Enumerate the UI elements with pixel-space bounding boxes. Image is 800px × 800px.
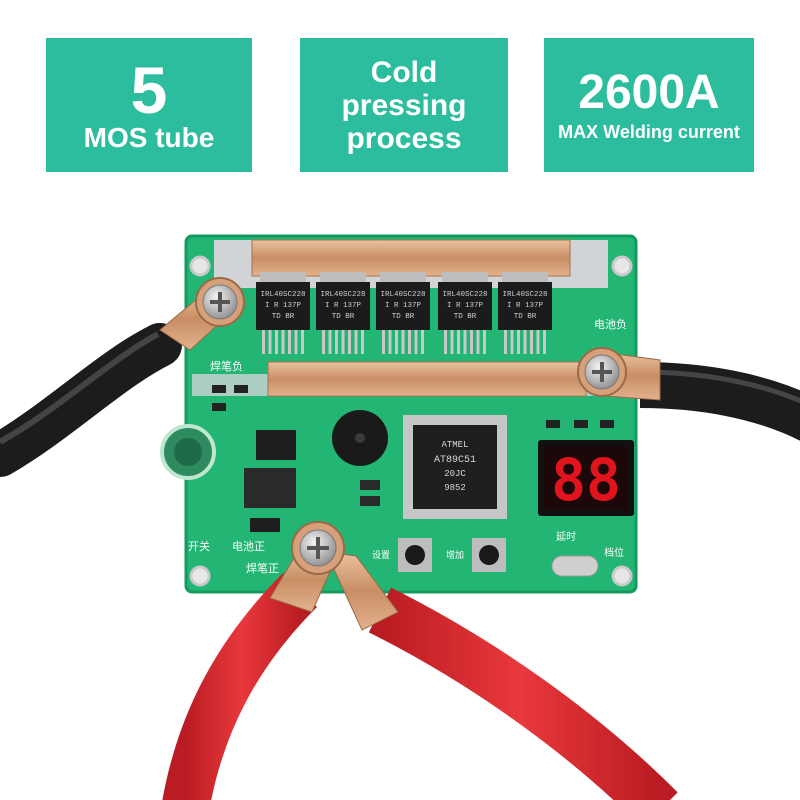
mcu-model: AT89C51: [434, 455, 476, 466]
mosfet-4: IRL40SC228 I R 137P TD BR: [438, 272, 492, 354]
screw-bottom: [299, 529, 337, 567]
mosfet-3: IRL40SC228 I R 137P TD BR: [376, 272, 430, 354]
mcu-code-2: 9852: [444, 483, 466, 493]
mosfet-5-label-1: IRL40SC228: [502, 291, 547, 299]
mosfet-2-label-3: TD BR: [332, 313, 355, 321]
mos-count-value: 5: [130, 53, 168, 127]
mosfet-5-label-2: I R 137P: [507, 302, 544, 310]
smd-components: [212, 385, 614, 532]
mosfet-1-label-2: I R 137P: [265, 302, 302, 310]
process-line-2: pressing: [341, 88, 467, 122]
mcu-code-1: 20JC: [444, 469, 466, 479]
black-cable-right: [639, 362, 800, 441]
red-cable-right: [368, 587, 678, 800]
electrolytic-capacitor: [160, 424, 216, 480]
label-battery-pos: 电池正: [232, 540, 265, 553]
copper-bar-top: [251, 239, 571, 277]
crystal-oscillator: [551, 555, 599, 577]
mosfet-3-label-1: IRL40SC228: [380, 291, 425, 299]
copper-bar-bottom: [267, 361, 587, 397]
mcu-brand: ATMEL: [441, 440, 468, 450]
label-switch: 开关: [188, 539, 210, 553]
process-line-3: process: [346, 121, 462, 155]
label-pen-pos: 焊笔正: [246, 561, 279, 575]
process-badge: Cold pressing process: [300, 38, 508, 172]
screw-right: [584, 354, 620, 390]
mosfet-5-label-3: TD BR: [514, 313, 537, 321]
set-push-button: [398, 538, 432, 572]
seven-segment-display: 88: [538, 440, 634, 516]
mosfet-4-label-1: IRL40SC228: [442, 291, 487, 299]
label-gear: 档位: [604, 546, 624, 559]
display-digits: 88: [551, 446, 621, 514]
mosfet-1: IRL40SC228 I R 137P TD BR: [256, 272, 310, 354]
current-value: 2600A: [578, 66, 720, 119]
mosfet-3-label-2: I R 137P: [385, 302, 422, 310]
mosfet-3-label-3: TD BR: [392, 313, 415, 321]
label-settings: 设置: [372, 550, 390, 561]
mosfet-5: IRL40SC228 I R 137P TD BR: [498, 272, 552, 354]
mos-count-label: MOS tube: [83, 122, 215, 153]
buzzer: [332, 410, 388, 466]
screw-top-left: [202, 284, 238, 320]
mosfet-group: IRL40SC228 I R 137P TD BR IRL40SC228 I R 137…: [256, 272, 552, 354]
mos-count-badge: 5 MOS tube: [46, 38, 252, 172]
black-cable-left: [0, 323, 182, 477]
label-delay: 延时: [556, 531, 576, 543]
mcu-chip: ATMEL AT89C51 20JC 9852: [403, 415, 507, 519]
mosfet-2-label-2: I R 137P: [325, 302, 362, 310]
current-label: MAX Welding current: [558, 122, 740, 142]
mosfet-4-label-2: I R 137P: [447, 302, 484, 310]
mosfet-2-label-1: IRL40SC228: [320, 291, 365, 299]
increase-push-button: [472, 538, 506, 572]
mosfet-2: IRL40SC228 I R 137P TD BR: [316, 272, 370, 354]
mosfet-4-label-3: TD BR: [454, 313, 477, 321]
current-badge: 2600A MAX Welding current: [544, 38, 754, 172]
mosfet-1-label-3: TD BR: [272, 313, 295, 321]
mosfet-1-label-1: IRL40SC228: [260, 291, 305, 299]
label-increase: 增加: [446, 549, 464, 561]
label-pen-neg: 焊笔负: [210, 359, 243, 373]
red-cable-left: [162, 573, 318, 800]
label-battery-neg: 电池负: [594, 317, 627, 331]
process-line-1: Cold: [370, 55, 438, 89]
